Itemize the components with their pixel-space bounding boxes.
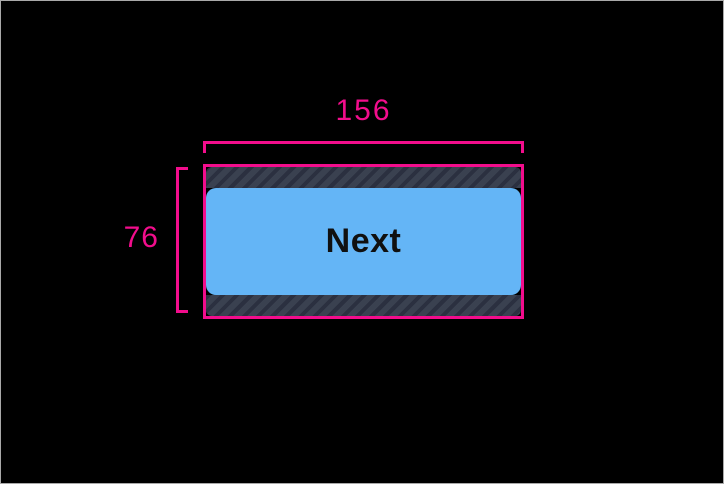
height-dimension-value: 76 <box>123 221 159 254</box>
next-button[interactable]: Next <box>206 188 521 295</box>
next-button-label: Next <box>325 222 402 260</box>
widget-selection-outline: Next <box>203 164 524 319</box>
padding-bottom-hatch <box>206 295 521 316</box>
height-measurement-bracket <box>176 167 188 313</box>
widget-body: Next <box>206 167 521 316</box>
width-dimension-value: 156 <box>335 94 392 127</box>
width-measurement-bracket <box>203 141 524 153</box>
padding-top-hatch <box>206 167 521 188</box>
